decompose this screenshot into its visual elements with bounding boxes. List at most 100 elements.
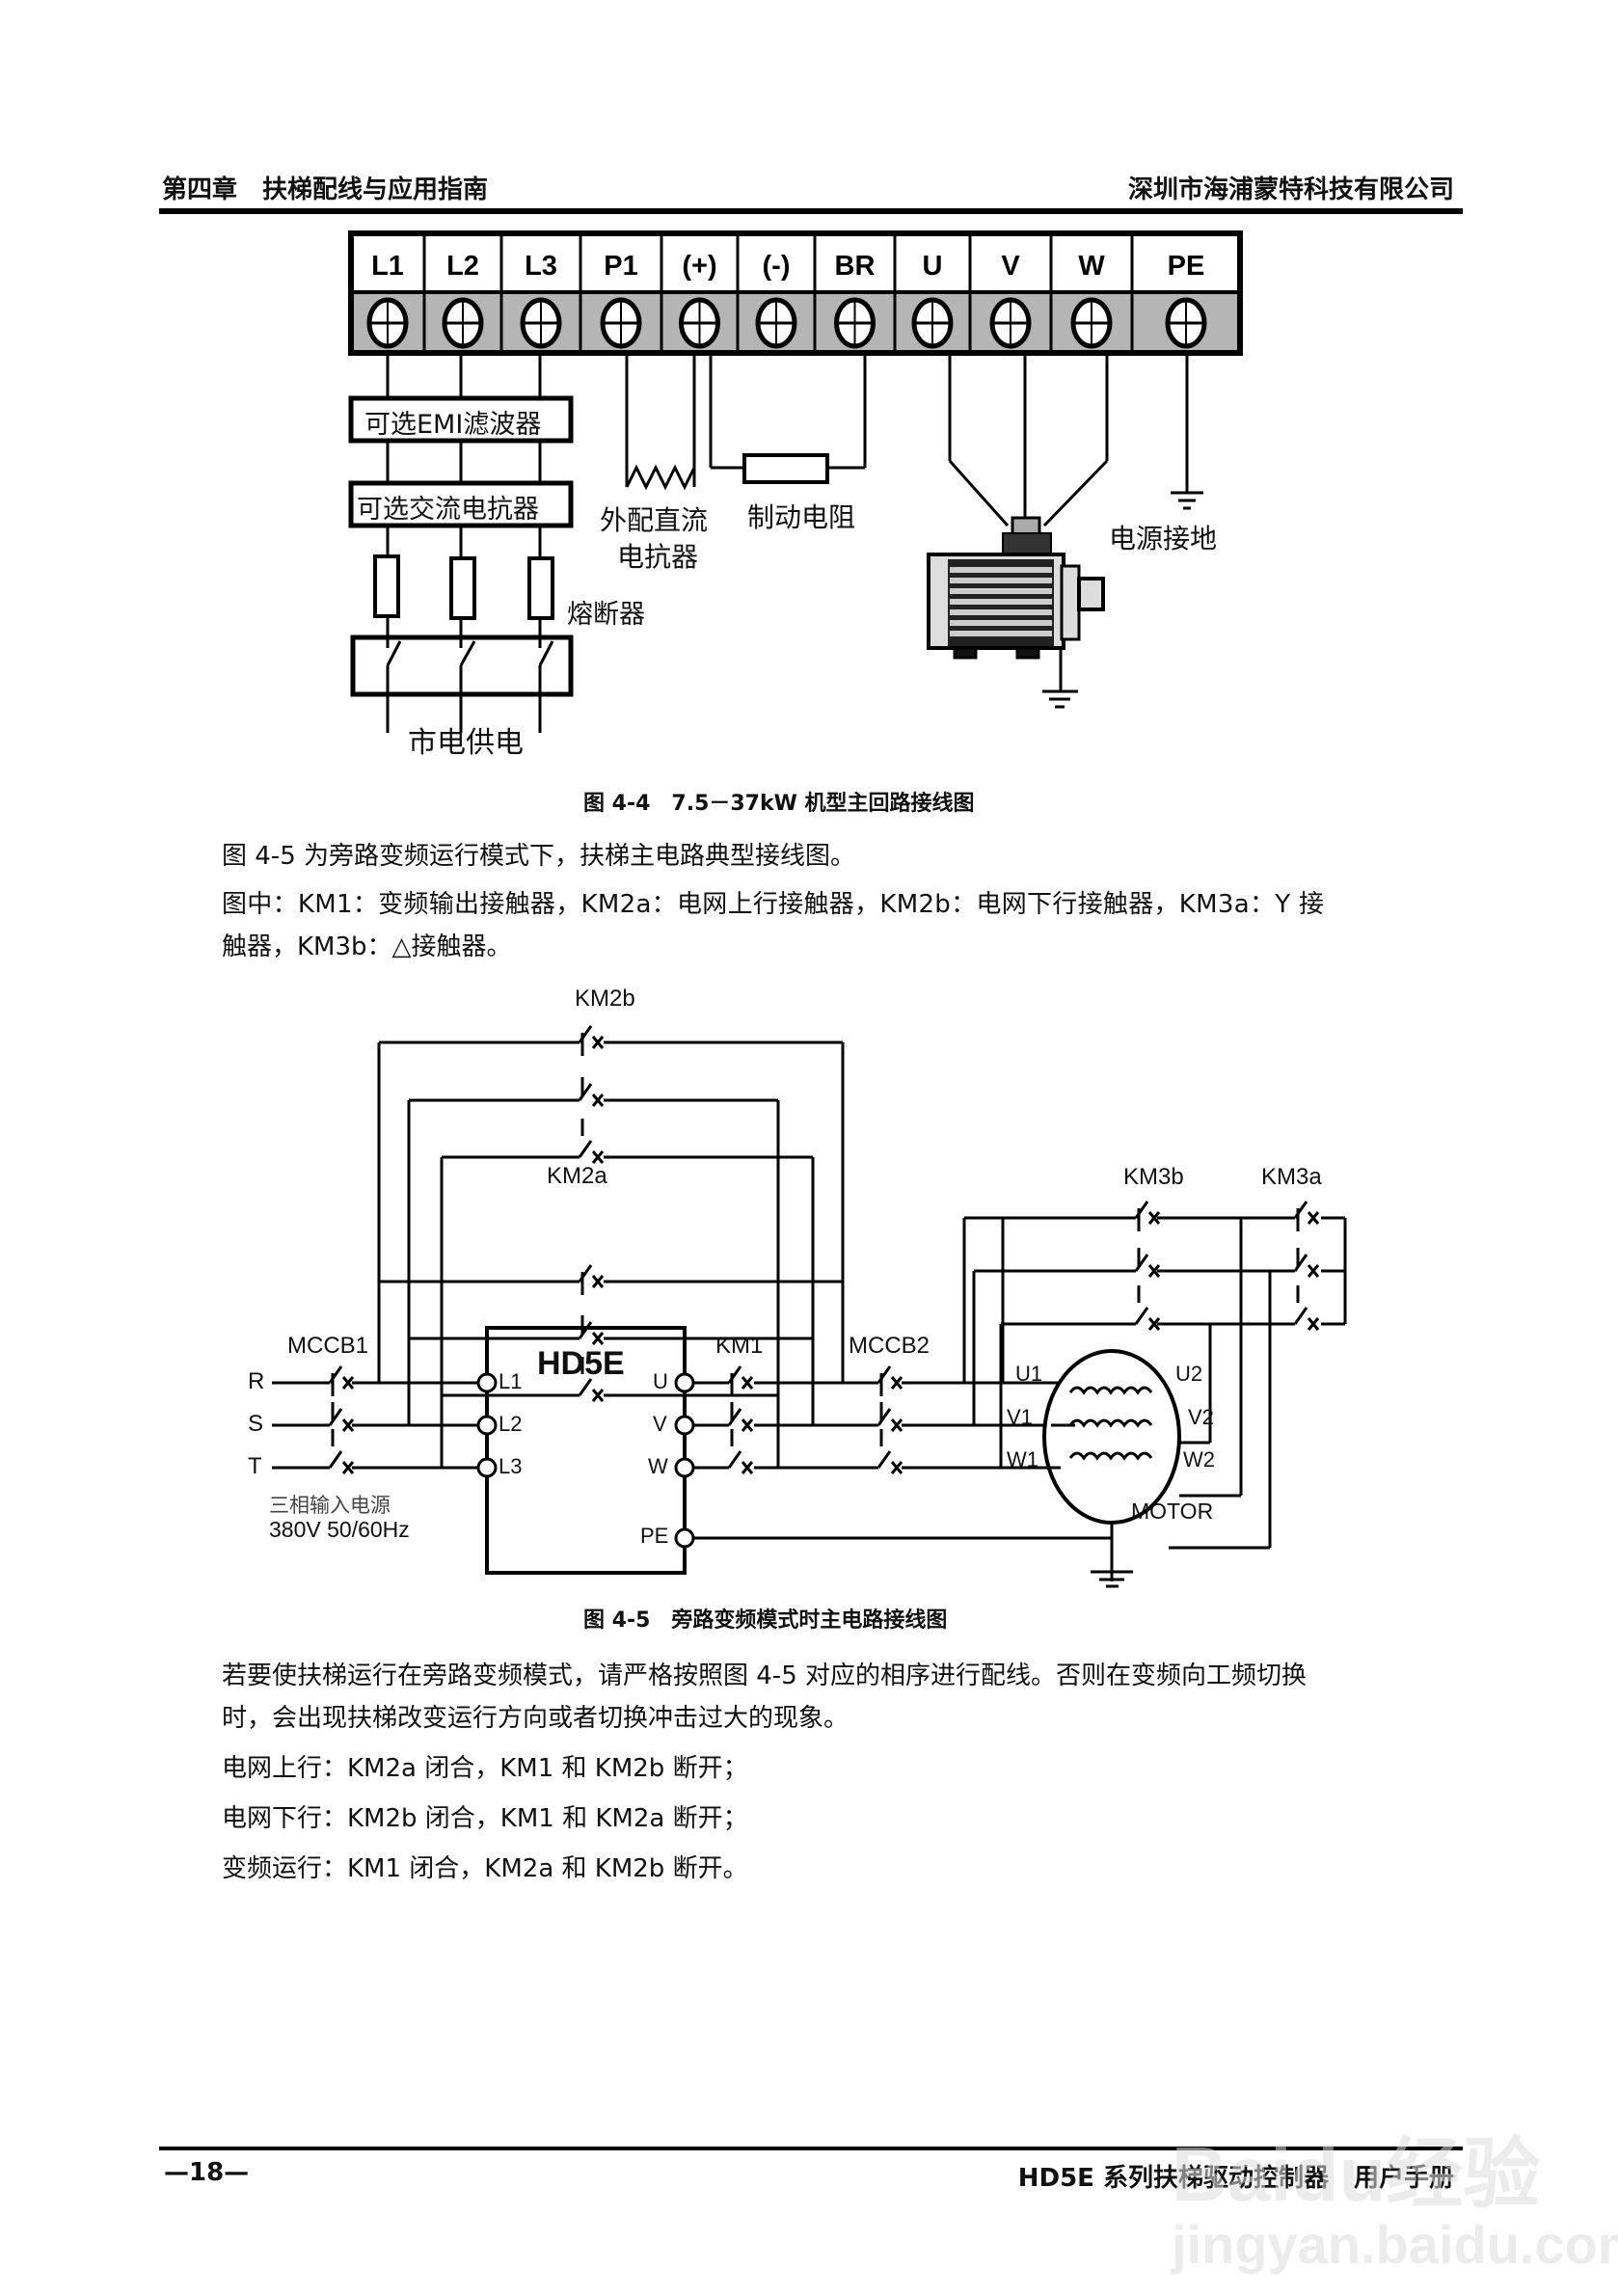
terminal-block: L1 L2 L3 P1 (+) (-) BR U V W PE [348, 230, 1243, 356]
motor-label: MOTOR [1131, 1499, 1214, 1524]
supply-voltage: 380V 50/60Hz [269, 1517, 410, 1542]
contact-icon [578, 1083, 593, 1101]
dc-reactor-label-2: 电抗器 [617, 541, 699, 573]
chapter-title: 第四章 扶梯配线与应用指南 [162, 176, 489, 204]
mccb1-label: MCCB1 [287, 1333, 369, 1359]
drive-out-pe: PE [640, 1524, 669, 1548]
contact-icon [1293, 1307, 1308, 1325]
fig45-wiring [272, 1040, 1347, 1588]
dc-reactor [625, 353, 696, 491]
mode-vf: 变频运行：KM1 闭合，KM2a 和 KM2b 断开。 [222, 1854, 748, 1883]
fuses [373, 554, 554, 620]
dc-reactor-label-1: 外配直流 [600, 504, 709, 536]
motor-winding-icon [1068, 1386, 1153, 1395]
paragraph-legend-1: 图中：KM1：变频输出接触器，KM2a：电网上行接触器，KM2b：电网下行接触器… [222, 890, 1325, 919]
ground-label: 电源接地 [1109, 523, 1218, 554]
contact-icon [578, 1321, 593, 1339]
input-s-label: S [248, 1411, 264, 1437]
contact-icon [578, 1378, 593, 1396]
km3b-label: KM3b [1123, 1164, 1184, 1190]
emi-filter-box [348, 395, 574, 444]
drive-output-terminal-icon [674, 1372, 695, 1393]
terminal-label: U [923, 251, 943, 282]
drive-terminals [476, 1372, 695, 1549]
motor-u1: U1 [1015, 1362, 1043, 1386]
fuse-label: 熔断器 [567, 600, 645, 630]
contact-icon [328, 1408, 343, 1426]
terminal-label: W [1078, 251, 1105, 282]
mccb2-label: MCCB2 [849, 1333, 930, 1359]
brake-resistor-label: 制动电阻 [747, 501, 856, 533]
motor-winding-icon [1068, 1418, 1153, 1428]
motor-winding-icon [1068, 1451, 1153, 1461]
drive-in-l1: L1 [499, 1369, 523, 1393]
terminal-label: PE [1168, 251, 1205, 282]
drive-out-u: U [653, 1369, 668, 1393]
mains-label: 市电供电 [408, 726, 524, 760]
drive-input-terminal-icon [476, 1415, 498, 1436]
watermark-url: jingyan.baidu.com [1172, 2214, 1618, 2275]
contact-icon [876, 1408, 892, 1426]
drive-in-l3: L3 [499, 1454, 523, 1478]
drive-output-terminal-icon [674, 1527, 695, 1549]
fig44-caption: 图 4-4 7.5－37kW 机型主回路接线图 [583, 792, 975, 816]
km2a-label: KM2a [547, 1163, 607, 1189]
input-t-label: T [248, 1453, 262, 1479]
motor-illustration [927, 353, 1109, 691]
paragraph-warning-2: 时，会出现扶梯改变运行方向或者切换冲击过大的现象。 [222, 1704, 849, 1733]
contact-icon [727, 1450, 742, 1469]
header-rule [159, 208, 1463, 214]
drive-in-l2: L2 [499, 1412, 523, 1436]
contact-icon [1293, 1254, 1308, 1272]
terminal-label: L2 [446, 251, 479, 282]
paragraph-legend-2: 触器，KM3b：△接触器。 [222, 932, 512, 961]
mains-switch [350, 615, 574, 733]
drive-input-terminal-icon [476, 1457, 498, 1478]
drive-output-terminal-icon [674, 1457, 695, 1478]
mode-grid-down: 电网下行：KM2b 闭合，KM1 和 KM2a 断开； [222, 1804, 748, 1833]
supply-label: 三相输入电源 [269, 1494, 391, 1517]
motor-w1: W1 [1007, 1447, 1038, 1472]
emi-filter-label: 可选EMI滤波器 [364, 410, 542, 440]
motor-w2: W2 [1183, 1447, 1215, 1472]
terminal-label: P1 [604, 251, 637, 282]
pe-ground-symbol [1171, 353, 1203, 510]
contactor-switches [324, 1025, 1320, 1474]
terminal-label: (-) [763, 251, 791, 282]
terminal-label: BR [835, 251, 876, 282]
motor-v1: V1 [1007, 1405, 1033, 1429]
motor-v2: V2 [1188, 1405, 1214, 1429]
contact-icon [1134, 1254, 1149, 1272]
manual-title: HD5E 系列扶梯驱动控制器 用户手册 [1017, 2164, 1454, 2193]
fig45-caption: 图 4-5 旁路变频模式时主电路接线图 [583, 1608, 948, 1633]
paragraph-warning-1: 若要使扶梯运行在旁路变频模式，请严格按照图 4-5 对应的相序进行配线。否则在变… [222, 1661, 1307, 1690]
drive-input-terminal-icon [476, 1372, 498, 1393]
ac-reactor-label: 可选交流电抗器 [357, 495, 539, 525]
ac-reactor-box [348, 480, 574, 528]
km2b-label: KM2b [575, 986, 635, 1012]
contact-icon [578, 1140, 593, 1158]
km3a-label: KM3a [1261, 1164, 1322, 1190]
contact-icon [328, 1450, 343, 1469]
terminal-label: L3 [525, 251, 557, 282]
contact-icon [876, 1450, 892, 1469]
terminal-label: L1 [371, 251, 404, 282]
terminal-label: (+) [682, 251, 716, 282]
motor-ground-symbol [1042, 689, 1078, 709]
input-r-label: R [248, 1368, 265, 1394]
drive-model-label: HD5E [537, 1345, 625, 1382]
drive-out-v: V [653, 1412, 667, 1436]
watermark-logo: Baidu经验 [1172, 2131, 1541, 2217]
brake-resistor [709, 353, 867, 484]
motor-symbol [1042, 1349, 1181, 1525]
paragraph-intro: 图 4-5 为旁路变频运行模式下，扶梯主电路典型接线图。 [222, 842, 855, 871]
km1-label: KM1 [715, 1333, 764, 1359]
contact-icon [1134, 1307, 1149, 1325]
terminal-label: V [1001, 251, 1020, 282]
page-number: —18— [164, 2158, 250, 2187]
mode-grid-up: 电网上行：KM2a 闭合，KM1 和 KM2b 断开； [222, 1754, 748, 1783]
company-name: 深圳市海浦蒙特科技有限公司 [1127, 176, 1454, 204]
drive-out-w: W [648, 1454, 668, 1478]
contact-icon [727, 1408, 742, 1426]
